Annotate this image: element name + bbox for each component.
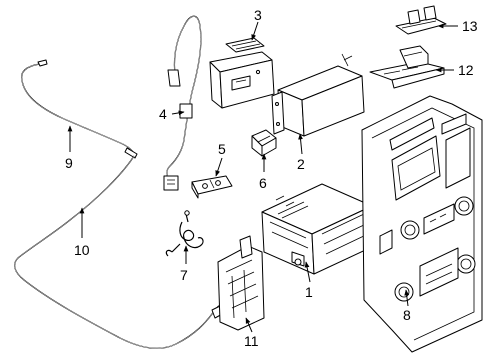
wire-clip-part-7 xyxy=(165,210,204,257)
leader-5 xyxy=(215,157,223,177)
callout-2: 2 xyxy=(297,156,305,172)
leader-3 xyxy=(251,21,259,41)
leader-8 xyxy=(404,289,410,307)
callout-8: 8 xyxy=(403,307,411,323)
callout-12: 12 xyxy=(458,62,474,78)
tray-part-12 xyxy=(369,45,445,89)
callout-13: 13 xyxy=(462,18,478,34)
callout-3: 3 xyxy=(254,7,262,23)
leader-11 xyxy=(245,317,253,333)
callout-11: 11 xyxy=(244,333,259,349)
bracket-part-5 xyxy=(191,175,233,199)
callout-6: 6 xyxy=(259,175,267,191)
receiver-part-2 xyxy=(271,53,365,137)
leader-lines xyxy=(67,21,458,333)
leader-1 xyxy=(304,261,311,283)
callout-10: 10 xyxy=(74,242,90,258)
callout-1: 1 xyxy=(305,284,313,300)
callout-9: 9 xyxy=(65,155,73,171)
gps-antenna-cable-part-4 xyxy=(163,15,202,191)
clip-part-6 xyxy=(251,129,277,157)
callout-4: 4 xyxy=(159,106,167,122)
leader-4 xyxy=(171,110,185,116)
mounting-bracket-part-11 xyxy=(217,235,265,331)
bracket-part-13 xyxy=(395,5,447,35)
radio-unit-part-1 xyxy=(261,183,375,275)
antenna-cable-part-9-10 xyxy=(14,59,227,349)
callout-7: 7 xyxy=(180,267,188,283)
dash-bezel-part-8 xyxy=(361,95,483,353)
leader-2 xyxy=(298,133,303,155)
callout-5: 5 xyxy=(218,141,226,157)
callout-labels: 1 2 3 4 5 6 7 8 9 10 11 12 13 xyxy=(65,7,478,349)
module-part-3 xyxy=(209,37,275,109)
